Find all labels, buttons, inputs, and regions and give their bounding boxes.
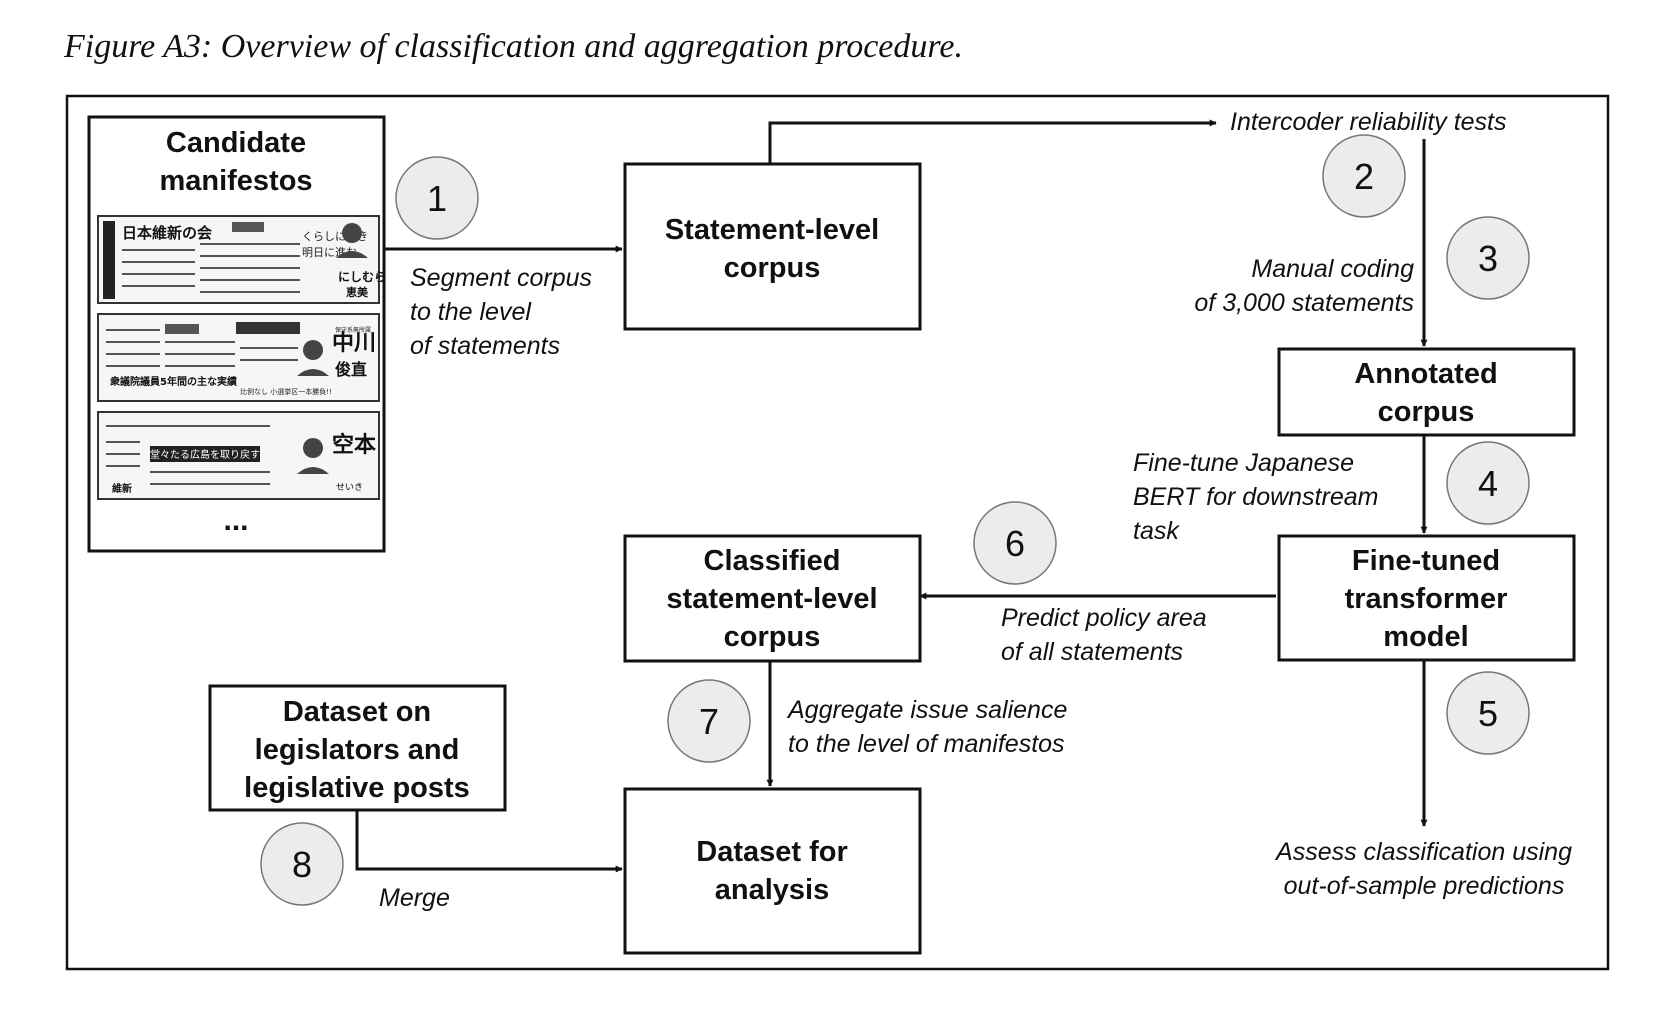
arrow-merge [355, 810, 623, 873]
step-6-number: 6 [1005, 523, 1025, 564]
thumb-3-slogan: 堂々たる広島を取り戻す [150, 448, 260, 461]
step-5: 5 [1446, 671, 1530, 755]
box-annotated-corpus [1277, 347, 1576, 437]
thumb-1-name: にしむら [338, 270, 386, 284]
box-analysis-dataset-line-2: analysis [715, 874, 829, 906]
thumb-2-name: 中川 [332, 331, 376, 356]
box-candidate-manifestos-line-1: Candidate [166, 127, 306, 159]
box-statement-corpus-line-1: Statement-level [665, 214, 879, 246]
figure-caption: Figure A3: Overview of classification an… [64, 28, 963, 65]
box-fine-tuned-model-line-2: transformer [1345, 583, 1508, 615]
step-3: 3 [1446, 216, 1530, 300]
step-1-number: 1 [427, 178, 447, 219]
step-5-number: 5 [1478, 693, 1498, 734]
note-segment-line-2: to the level [410, 298, 532, 326]
step-2: 2 [1322, 134, 1406, 218]
note-aggregate-line-2: to the level of manifestos [788, 730, 1065, 758]
box-statement-corpus [623, 162, 922, 331]
box-fine-tuned-model-line-3: model [1383, 621, 1468, 653]
box-legislators-dataset [208, 684, 507, 812]
note-aggregate-line-1: Aggregate issue salience [786, 696, 1067, 724]
note-assess-line-1: Assess classification using [1274, 838, 1572, 866]
manifesto-thumbnail-2: 衆議院議員5年間の主な実績 比例なし 小選挙区一本勝負!! 中川 俊直 保守系無… [97, 313, 380, 402]
box-legislators-dataset-line-3: legislative posts [244, 772, 470, 804]
more-manifestos-ellipsis: ... [223, 504, 248, 537]
diagram-frame [65, 94, 1610, 971]
thumb-2-record: 衆議院議員5年間の主な実績 [110, 375, 237, 388]
arrow-intercoder [768, 119, 1217, 164]
step-8-number: 8 [292, 844, 312, 885]
thumb-2-affiliation: 保守系無所属 [335, 326, 371, 334]
thumb-1-party: 日本維新の会 [122, 224, 212, 242]
box-statement-corpus-line-2: corpus [724, 252, 821, 284]
thumb-3-given-name: せいき [336, 482, 363, 493]
step-2-number: 2 [1354, 156, 1374, 197]
note-segment-line-1: Segment corpus [410, 264, 592, 292]
manifesto-thumbnail-1: 日本維新の会 くらしに向き 明日に進む にしむら 恵美 [97, 215, 386, 304]
step-1: 1 [395, 156, 479, 240]
note-assess-line-2: out-of-sample predictions [1284, 872, 1565, 900]
box-classified-corpus-line-1: Classified [704, 545, 841, 577]
step-6: 6 [973, 501, 1057, 585]
note-fine-tune-line-3: task [1133, 517, 1180, 545]
box-annotated-corpus-line-1: Annotated [1354, 358, 1497, 390]
thumb-2-district: 比例なし 小選挙区一本勝負!! [240, 387, 332, 396]
step-7: 7 [667, 679, 751, 763]
note-manual-coding-line-2: of 3,000 statements [1194, 289, 1414, 317]
note-manual-coding-line-1: Manual coding [1251, 255, 1414, 283]
note-intercoder: Intercoder reliability tests [1230, 108, 1507, 136]
step-4-number: 4 [1478, 463, 1498, 504]
box-candidate-manifestos-line-2: manifestos [159, 165, 312, 197]
step-7-number: 7 [699, 701, 719, 742]
box-annotated-corpus-line-2: corpus [1378, 396, 1475, 428]
box-classified-corpus [623, 534, 922, 663]
box-classified-corpus-line-3: corpus [724, 621, 821, 653]
step-4: 4 [1446, 441, 1530, 525]
note-merge: Merge [379, 884, 450, 912]
note-predict-line-1: Predict policy area [1001, 604, 1207, 632]
box-fine-tuned-model-line-1: Fine-tuned [1352, 545, 1500, 577]
box-analysis-dataset [623, 787, 922, 955]
thumb-3-party: 維新 [112, 482, 132, 495]
note-fine-tune-line-1: Fine-tune Japanese [1133, 449, 1354, 477]
step-3-number: 3 [1478, 238, 1498, 279]
manifesto-thumbnail-3: 堂々たる広島を取り戻す 維新 空本 せいき [97, 411, 380, 500]
box-legislators-dataset-line-1: Dataset on [283, 696, 431, 728]
box-analysis-dataset-line-1: Dataset for [696, 836, 848, 868]
step-8: 8 [260, 822, 344, 906]
box-legislators-dataset-line-2: legislators and [255, 734, 460, 766]
note-segment-line-3: of statements [410, 332, 560, 360]
box-fine-tuned-model [1277, 534, 1576, 662]
note-fine-tune-line-2: BERT for downstream [1133, 483, 1378, 511]
note-predict-line-2: of all statements [1001, 638, 1183, 666]
thumb-1-given-name: 恵美 [346, 285, 369, 299]
thumb-3-name: 空本 [332, 432, 376, 458]
box-classified-corpus-line-2: statement-level [666, 583, 877, 615]
thumb-2-given-name: 俊直 [335, 360, 367, 379]
